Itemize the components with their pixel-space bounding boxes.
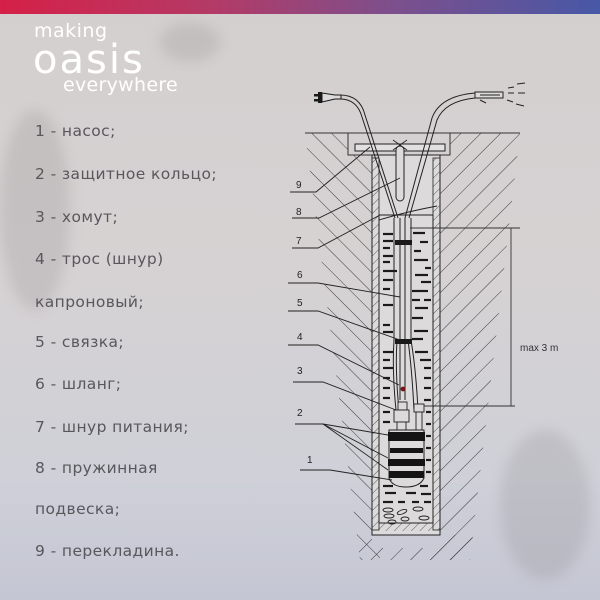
label-1: 1 <box>307 455 313 466</box>
label-2: 2 <box>297 408 303 419</box>
label-6: 6 <box>297 270 303 281</box>
logo-oasis: oasis <box>33 37 145 83</box>
label-9: 9 <box>296 180 302 191</box>
label-7: 7 <box>296 236 302 247</box>
label-5: 5 <box>297 298 303 309</box>
pebbles <box>382 506 430 525</box>
legend-item-8-cont: подвеска; <box>35 500 121 518</box>
dimension-line <box>410 227 520 407</box>
background-smudge <box>0 110 70 310</box>
water-spray-icon <box>474 82 526 107</box>
label-3: 3 <box>297 366 303 377</box>
legend-item-1: 1 - насос; <box>35 122 116 140</box>
legend-item-4-cont: капроновый; <box>35 293 145 311</box>
legend-item-3: 3 - хомут; <box>35 208 119 226</box>
logo-making: making <box>34 20 108 42</box>
water-dashes <box>383 231 431 504</box>
legend-item-2: 2 - защитное кольцо; <box>35 165 217 183</box>
power-plug-icon <box>314 92 342 103</box>
background-smudge <box>500 430 590 580</box>
label-4: 4 <box>297 332 303 343</box>
clamp <box>393 401 425 432</box>
label-8: 8 <box>296 207 302 218</box>
max-depth-label: max 3 m <box>520 343 559 354</box>
legend-item-7: 7 - шнур питания; <box>35 418 189 436</box>
legend-item-5: 5 - связка; <box>35 333 125 351</box>
legend-item-4: 4 - трос (шнур) <box>35 250 164 268</box>
legend-item-8: 8 - пружинная <box>35 459 158 477</box>
legend-item-6: 6 - шланг; <box>35 375 122 393</box>
brand-gradient-bar <box>0 0 600 14</box>
cables <box>339 92 476 411</box>
logo-everywhere: everywhere <box>63 74 179 96</box>
pump <box>388 429 425 488</box>
background-smudge <box>160 22 220 62</box>
leader-lines <box>288 146 401 481</box>
legend-item-9: 9 - перекладина. <box>35 542 180 560</box>
